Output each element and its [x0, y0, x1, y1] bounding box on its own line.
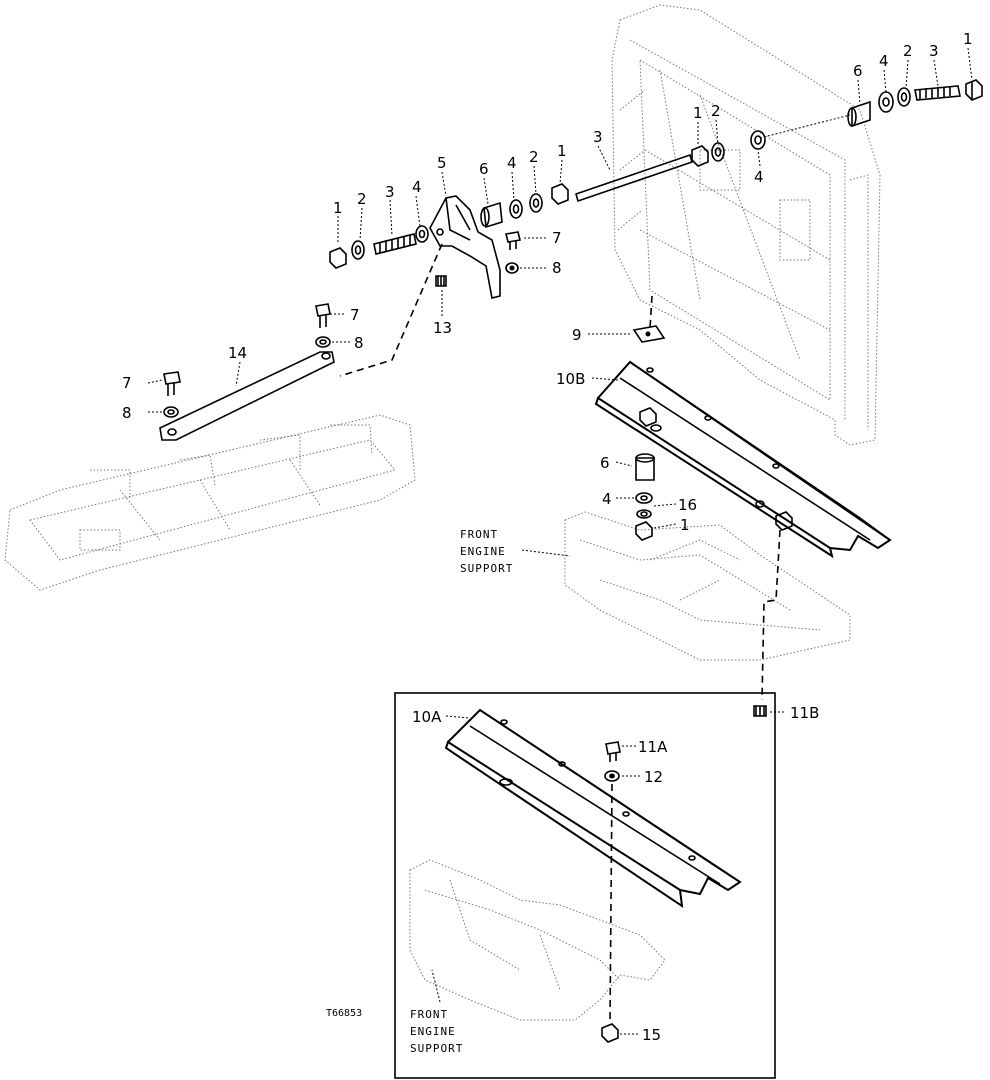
callout-14: 14 [228, 344, 247, 362]
callout-16: 16 [678, 496, 697, 514]
inset-frame [394, 692, 776, 1079]
nut-part-1-center [691, 145, 709, 167]
stud-part-3-left [373, 233, 417, 255]
callout-8-rod-right: 8 [354, 334, 364, 352]
callout-1-lower: 1 [680, 516, 690, 534]
callout-7-rod-left: 7 [122, 374, 132, 392]
svg-text:SUPPORT: SUPPORT [460, 562, 513, 575]
cap-screw-part-7-rod-right [315, 303, 331, 328]
callout-2-middle: 2 [529, 148, 539, 166]
washer-part-4-left [415, 225, 429, 243]
front-engine-support-outline-upper [564, 511, 851, 661]
assembly-line-bracket-rod [339, 243, 443, 377]
callout-2-right: 2 [903, 42, 913, 60]
callout-3-middle: 3 [593, 128, 603, 146]
channel-part-10b [594, 360, 892, 559]
bracket-part-5 [429, 195, 501, 299]
callout-5: 5 [437, 154, 447, 172]
callout-1-right: 1 [963, 30, 973, 48]
washer-part-2-upper-right [897, 87, 911, 107]
washer-part-4-center [750, 130, 766, 150]
assembly-line-15 [609, 783, 613, 1023]
washer-part-4-upper-right [878, 91, 894, 113]
washer-part-8-rod-left [163, 406, 179, 418]
cap-screw-part-7-rod-left [163, 371, 181, 396]
callout-3-right: 3 [929, 42, 939, 60]
callout-8-rod-left: 8 [122, 404, 132, 422]
leader-lines [147, 47, 973, 1035]
callout-13: 13 [433, 319, 452, 337]
nut-part-13 [435, 275, 447, 287]
front-engine-support-outline-lower [409, 859, 666, 1021]
callout-6-middle: 6 [479, 160, 489, 178]
washer-part-2-center [711, 142, 725, 162]
washer-part-16 [636, 509, 652, 519]
callout-10a: 10A [412, 708, 442, 726]
nut-on-channel-right [775, 511, 793, 531]
callout-1-center: 1 [693, 104, 703, 122]
washer-part-2-middle [529, 193, 543, 213]
long-stud-part-3 [575, 153, 693, 203]
assembly-line-11b [761, 529, 781, 701]
bushing-part-6-lower [635, 453, 655, 481]
channel-part-10a [444, 708, 742, 909]
callout-9: 9 [572, 326, 582, 344]
stud-part-3-right [914, 85, 961, 101]
callout-11b: 11B [790, 704, 819, 722]
cap-screw-part-11a [605, 741, 621, 762]
washer-part-4-lower [635, 492, 653, 504]
nut-part-1-left [329, 247, 347, 269]
engine-block-outline [4, 414, 416, 591]
svg-text:FRONT: FRONT [460, 528, 498, 541]
washer-part-8-rod-right [315, 336, 331, 348]
nut-part-15 [601, 1023, 619, 1043]
svg-text:SUPPORT: SUPPORT [410, 1042, 463, 1055]
callout-4-left: 4 [412, 178, 422, 196]
nut-part-1-upper-right [965, 79, 983, 101]
callout-12: 12 [644, 768, 663, 786]
lock-washer-part-12 [604, 770, 620, 782]
bushing-part-6-middle [480, 201, 503, 229]
callout-11a: 11A [638, 738, 668, 756]
bushing-part-6-upper-right [847, 100, 871, 128]
callout-4-middle: 4 [507, 154, 517, 172]
nut-part-1-lower [635, 521, 653, 541]
rod-part-14 [159, 351, 335, 441]
callout-15: 15 [642, 1026, 661, 1044]
svg-text:ENGINE: ENGINE [410, 1025, 456, 1038]
axis-line-upper-right [759, 114, 851, 139]
nut-on-channel [639, 407, 657, 427]
nut-part-1-middle [551, 183, 569, 205]
lock-washer-part-8-bracket [505, 262, 519, 274]
washer-part-2-left [351, 240, 365, 260]
callout-1-left: 1 [333, 199, 343, 217]
callout-6-lower: 6 [600, 454, 610, 472]
callout-1-middle: 1 [557, 142, 567, 160]
assembly-line-9 [649, 295, 653, 329]
note-front-engine-support-lower: FRONT ENGINE SUPPORT [410, 1008, 463, 1055]
figure-id: T66853 [326, 1008, 362, 1019]
note-front-engine-support-upper: FRONT ENGINE SUPPORT [460, 528, 513, 575]
callout-7-bracket: 7 [552, 229, 562, 247]
callout-10b: 10B [556, 370, 585, 388]
callout-4-lower: 4 [602, 490, 612, 508]
plate-part-9 [632, 325, 666, 343]
svg-text:ENGINE: ENGINE [460, 545, 506, 558]
callout-2-left: 2 [357, 190, 367, 208]
callout-4-right: 4 [879, 52, 889, 70]
callouts: 1 2 3 4 5 6 4 2 1 3 1 2 4 6 4 2 3 1 7 8 … [122, 30, 973, 1044]
washer-part-4-middle [509, 199, 523, 219]
cap-screw-part-11b [753, 705, 767, 717]
svg-text:FRONT: FRONT [410, 1008, 448, 1021]
cap-screw-part-7-bracket [505, 231, 521, 250]
callout-4-center: 4 [754, 168, 764, 186]
callout-6-right: 6 [853, 62, 863, 80]
callout-3-left: 3 [385, 183, 395, 201]
callout-2-center: 2 [711, 102, 721, 120]
callout-7-rod-right: 7 [350, 306, 360, 324]
callout-8-bracket: 8 [552, 259, 562, 277]
